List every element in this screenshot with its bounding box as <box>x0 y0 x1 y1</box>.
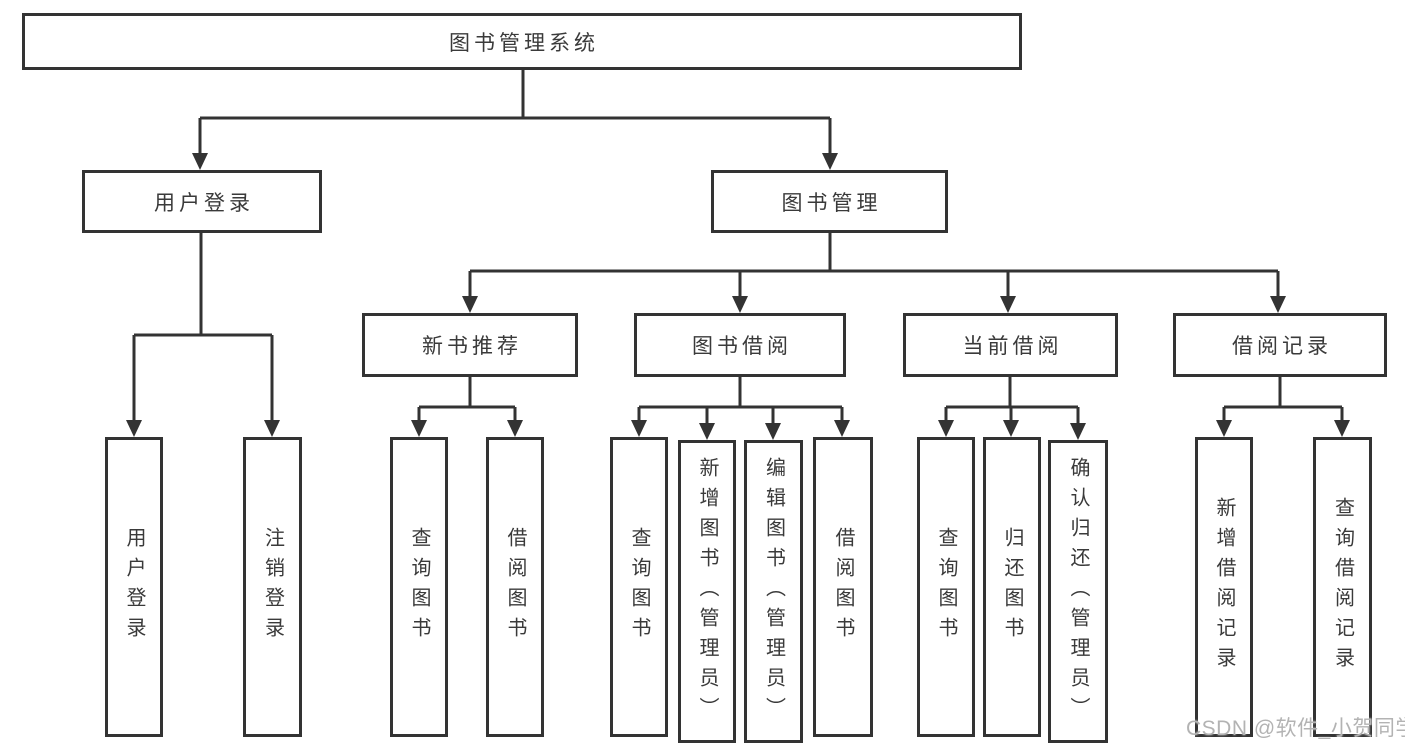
node-br-query-record-label: 查询借阅记录 <box>1331 497 1354 677</box>
node-nbr-query-books: 查询图书 <box>390 437 448 737</box>
node-cb-confirm-return-label: 确认归还（管理员） <box>1067 456 1089 727</box>
node-new-book-rec: 新书推荐 <box>362 313 578 377</box>
node-user-login: 用户登录 <box>82 170 322 233</box>
node-bb-query-books: 查询图书 <box>610 437 668 737</box>
node-login: 用户登录 <box>105 437 163 737</box>
node-bb-add-books-label: 新增图书（管理员） <box>696 456 718 727</box>
node-book-mgmt: 图书管理 <box>711 170 948 233</box>
node-logout-label: 注销登录 <box>261 527 284 647</box>
node-book-borrow: 图书借阅 <box>634 313 846 377</box>
node-cb-query-books: 查询图书 <box>917 437 975 737</box>
node-nbr-borrow-books-label: 借阅图书 <box>504 527 526 647</box>
node-cb-return-books-label: 归还图书 <box>1001 527 1023 647</box>
node-bb-borrow-books: 借阅图书 <box>813 437 873 737</box>
node-bb-borrow-books-label: 借阅图书 <box>832 527 854 647</box>
node-br-query-record: 查询借阅记录 <box>1313 437 1372 737</box>
node-bb-add-books: 新增图书（管理员） <box>678 440 736 743</box>
node-bb-edit-books: 编辑图书（管理员） <box>744 440 803 743</box>
node-logout: 注销登录 <box>243 437 302 737</box>
node-login-label: 用户登录 <box>123 527 145 647</box>
node-br-add-record: 新增借阅记录 <box>1195 437 1253 737</box>
node-root: 图书管理系统 <box>22 13 1022 70</box>
node-bb-query-books-label: 查询图书 <box>628 527 650 647</box>
node-cb-return-books: 归还图书 <box>983 437 1041 737</box>
node-cb-query-books-label: 查询图书 <box>935 527 957 647</box>
watermark: CSDN @软件_小贺同学 <box>1186 717 1405 740</box>
node-cb-confirm-return: 确认归还（管理员） <box>1048 440 1108 743</box>
node-bb-edit-books-label: 编辑图书（管理员） <box>762 456 785 727</box>
node-nbr-borrow-books: 借阅图书 <box>486 437 544 737</box>
node-br-add-record-label: 新增借阅记录 <box>1213 497 1235 677</box>
node-current-borrow: 当前借阅 <box>903 313 1118 377</box>
node-borrow-records: 借阅记录 <box>1173 313 1387 377</box>
node-nbr-query-books-label: 查询图书 <box>408 527 430 647</box>
